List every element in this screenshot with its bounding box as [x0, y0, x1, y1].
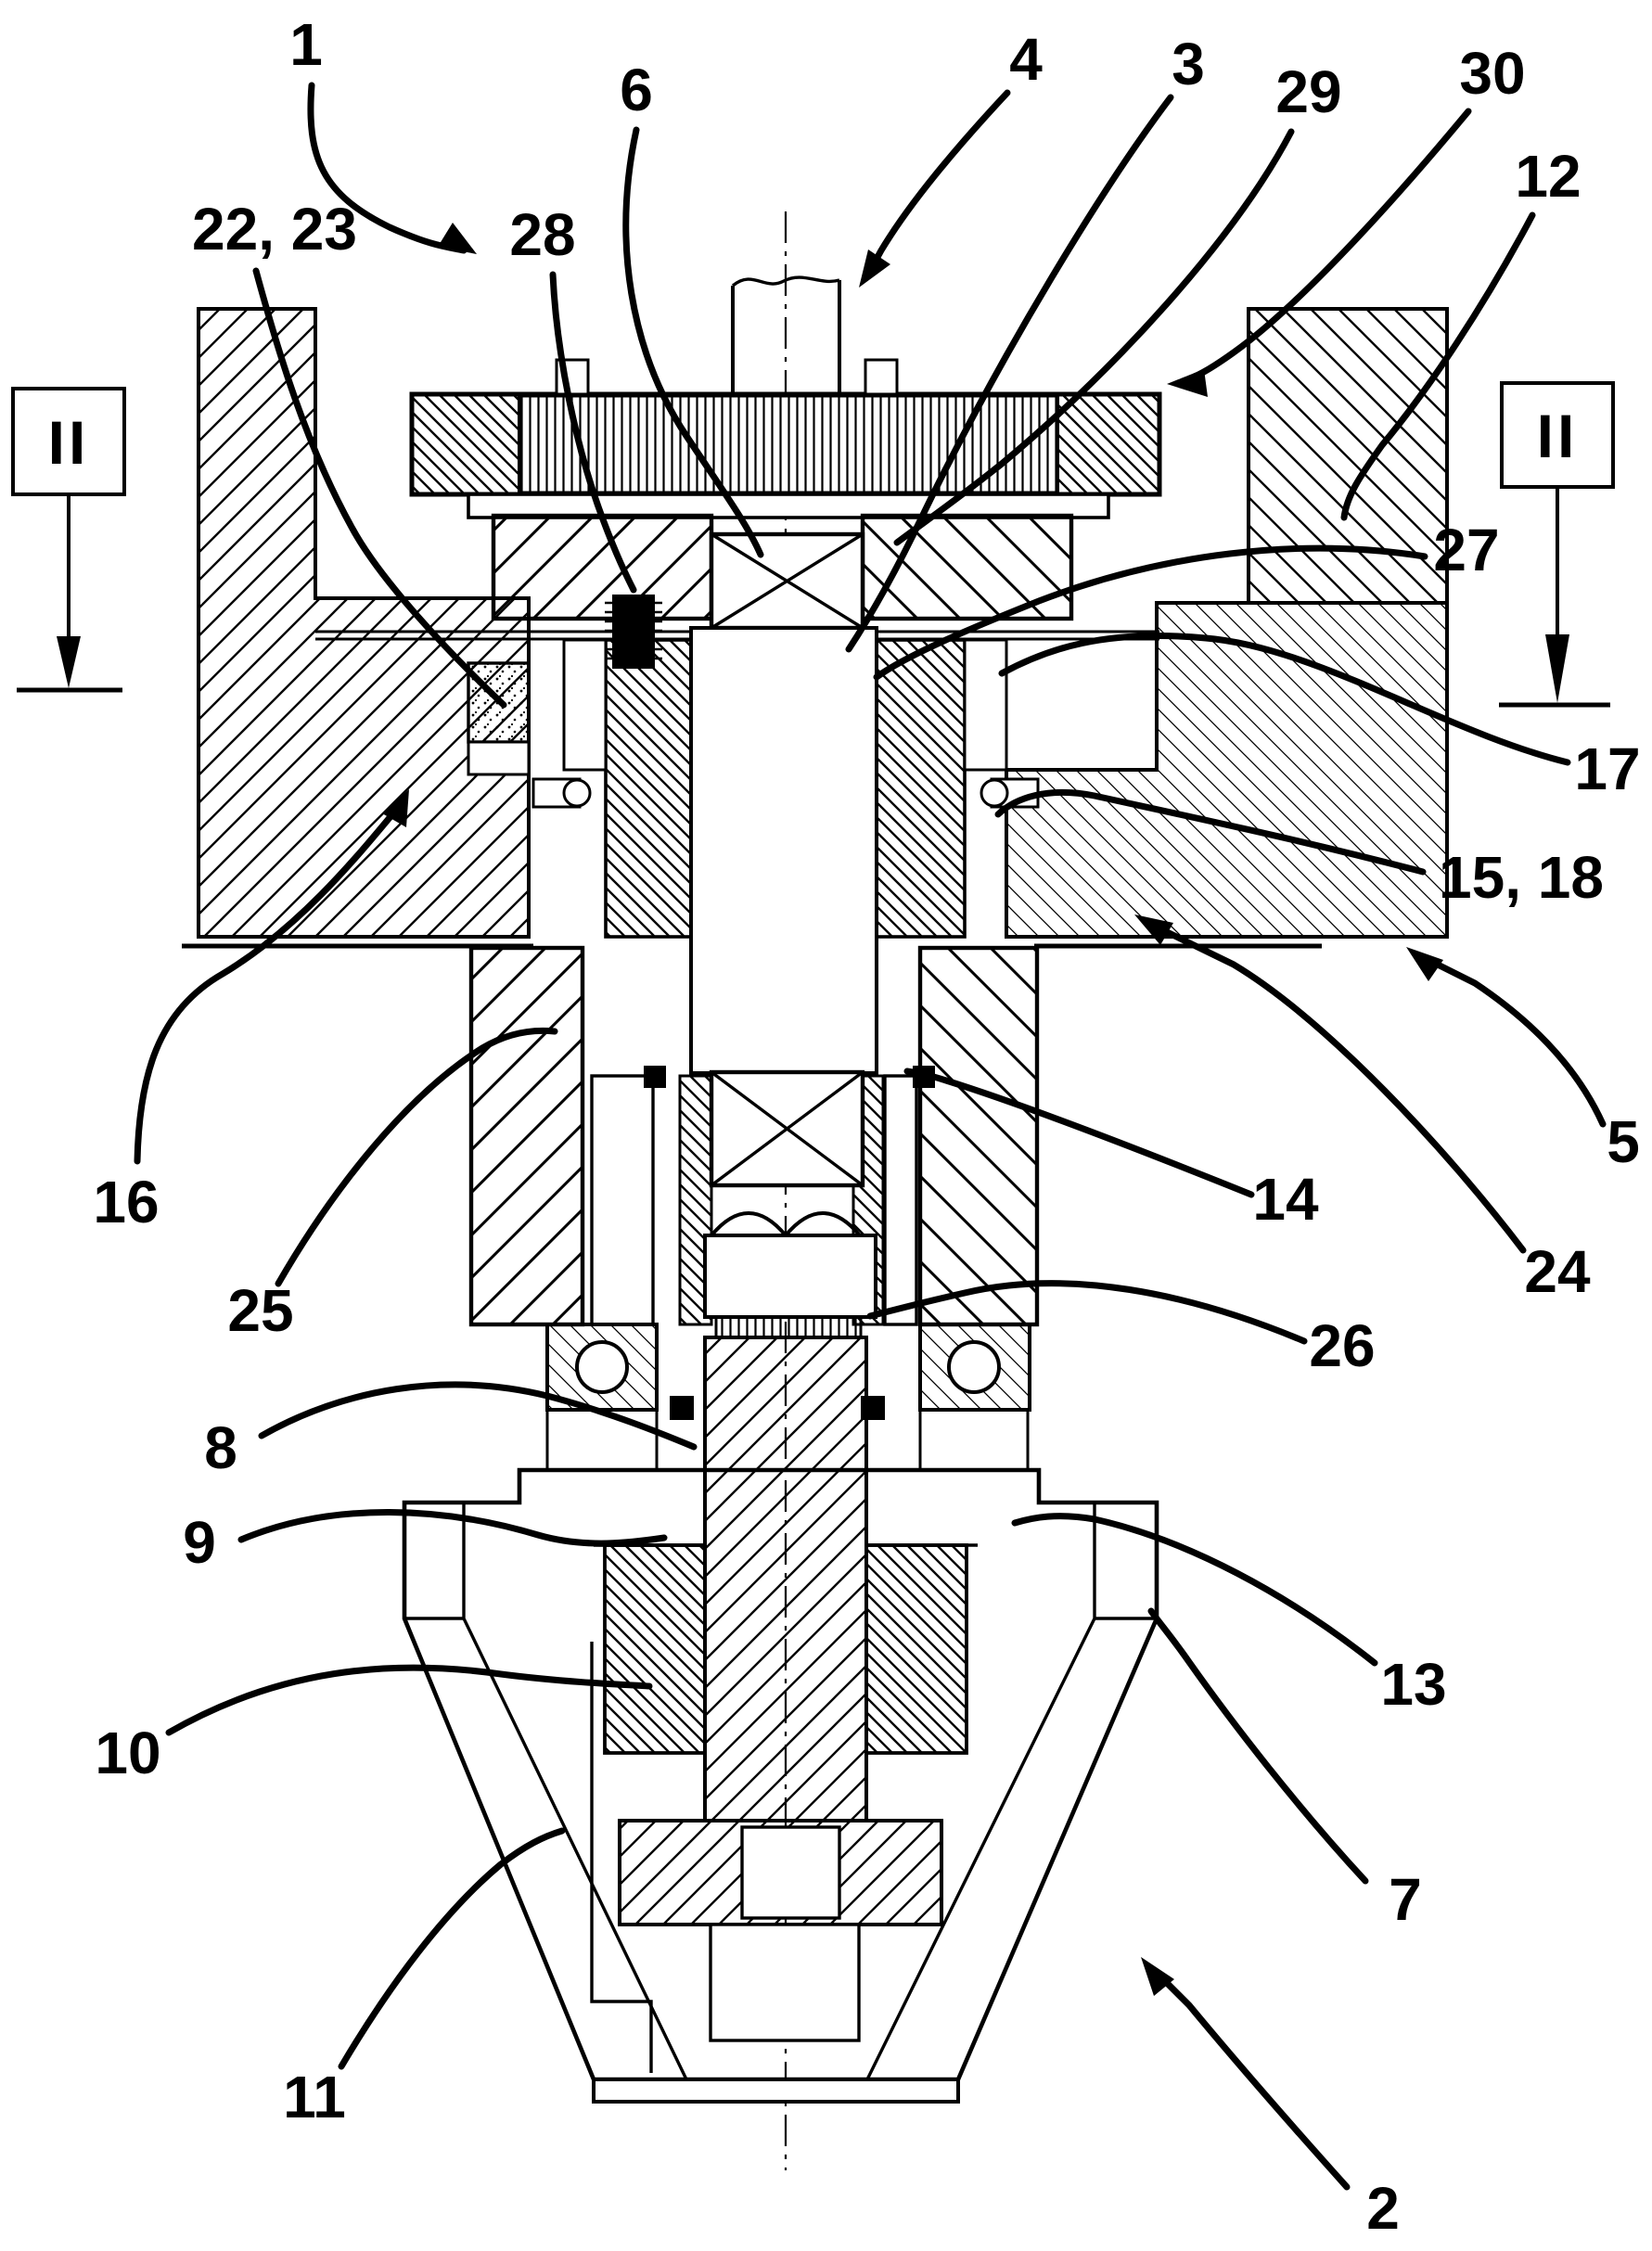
leader-17 [998, 633, 1571, 766]
ref-label-22-23: 22, 23 [192, 196, 357, 262]
ref-label-25: 25 [227, 1277, 293, 1344]
ref-label-4: 4 [1009, 26, 1043, 93]
lower-housing-left [468, 945, 585, 1327]
leader-11 [338, 1827, 566, 2070]
arrowhead-24 [1134, 914, 1173, 945]
ref-label-15-18: 15, 18 [1439, 844, 1604, 911]
ref-label-10: 10 [95, 1720, 160, 1786]
reference-labels: 1 22, 23 28 6 4 3 29 30 12 27 17 15, 18 … [93, 11, 1640, 2242]
spindle-sleeve-lower [590, 1066, 935, 1326]
section-marker-left: II [11, 387, 126, 693]
ref-label-24: 24 [1524, 1238, 1591, 1305]
machine-cross-section [182, 211, 1449, 2170]
ref-label-13: 13 [1380, 1651, 1446, 1718]
section-arrow-right [1545, 634, 1569, 703]
t-piece [618, 1819, 943, 2042]
ref-label-30: 30 [1459, 40, 1525, 107]
upper-bearing-xbox [709, 531, 865, 631]
section-marker-right: II [1499, 381, 1615, 708]
inner-cavity [590, 1642, 653, 2073]
right-wall-block [1247, 307, 1449, 605]
ref-label-3: 3 [1172, 31, 1205, 97]
leader-10 [165, 1664, 653, 1736]
knurled-disc [409, 358, 1162, 519]
leader-9 [237, 1509, 668, 1547]
arrowhead-2 [1141, 1957, 1174, 1996]
knurl-ring [714, 1315, 863, 1339]
spindle-shaft-lower [703, 1336, 868, 1823]
bearing-seat-lines [519, 1410, 1039, 1472]
leader-26 [866, 1280, 1308, 1345]
shaft-seal-left [644, 1066, 666, 1088]
ref-label-27: 27 [1433, 517, 1499, 583]
section-marker-right-label: II [1537, 402, 1579, 470]
ref-label-9: 9 [183, 1509, 216, 1576]
leader-16 [134, 805, 401, 1165]
retainer-left [670, 1396, 694, 1420]
leader-14 [903, 1068, 1255, 1198]
leader-24 [1154, 924, 1527, 1254]
spindle-head-block [1005, 601, 1449, 939]
ref-label-29: 29 [1275, 58, 1341, 125]
ref-label-11: 11 [283, 2064, 346, 2130]
collar-right [963, 638, 1008, 772]
housing-top-face [315, 630, 1159, 641]
section-arrow-left [57, 636, 81, 688]
ref-label-1: 1 [289, 11, 323, 78]
leader-25 [275, 1027, 558, 1287]
lower-bearing-xbox [703, 1069, 877, 1339]
ref-label-14: 14 [1252, 1166, 1319, 1233]
leader-30 [1179, 108, 1472, 385]
port-left [531, 777, 592, 809]
ref-label-2: 2 [1366, 2175, 1400, 2242]
seal-ring-lower [467, 740, 531, 776]
spindle-shaft-upper [689, 626, 878, 1075]
leader-29 [893, 128, 1295, 546]
ref-label-12: 12 [1515, 143, 1581, 210]
clamp-nut [594, 1543, 978, 1755]
arrowhead-5 [1406, 947, 1443, 981]
leader-3 [845, 94, 1174, 653]
holder-plate [491, 513, 1074, 631]
drive-shaft-top [731, 275, 841, 394]
race-block [703, 1234, 877, 1319]
leader-4 [866, 89, 1011, 275]
leader-2 [1158, 1974, 1351, 2191]
leader-8 [258, 1381, 698, 1451]
nozzle-rim [592, 2078, 960, 2104]
leader-5 [1425, 956, 1607, 1128]
leader-arrowheads [382, 223, 1443, 1996]
ball-bearing-right [918, 1323, 1031, 1412]
leader-15-18 [994, 788, 1427, 876]
ref-label-28: 28 [509, 201, 575, 268]
leader-13 [1011, 1513, 1378, 1667]
leader-22-23 [252, 267, 507, 709]
arrowhead-30 [1167, 369, 1208, 397]
arrowhead-16 [382, 789, 409, 827]
arrowhead-4 [859, 249, 890, 288]
ref-label-5: 5 [1607, 1108, 1640, 1175]
disc-top-stud-right [864, 358, 899, 396]
leader-6 [622, 126, 764, 558]
ref-label-6: 6 [620, 57, 653, 123]
ref-label-8: 8 [204, 1414, 237, 1481]
ref-label-17: 17 [1574, 735, 1640, 802]
ball-bearing-left [545, 1323, 659, 1412]
nozzle-cone [402, 1467, 1159, 2104]
section-marker-left-label: II [48, 408, 90, 477]
arrowhead-1 [438, 223, 477, 254]
ref-label-16: 16 [93, 1169, 159, 1235]
lower-housing-right [917, 945, 1040, 1327]
leader-7 [1147, 1607, 1369, 1885]
leader-12 [1340, 211, 1536, 521]
ref-label-7: 7 [1389, 1866, 1422, 1933]
collar-left [562, 638, 608, 772]
ref-label-26: 26 [1309, 1312, 1375, 1379]
leader-28 [549, 271, 637, 594]
leader-lines [134, 82, 1607, 2191]
leader-27 [873, 544, 1428, 681]
